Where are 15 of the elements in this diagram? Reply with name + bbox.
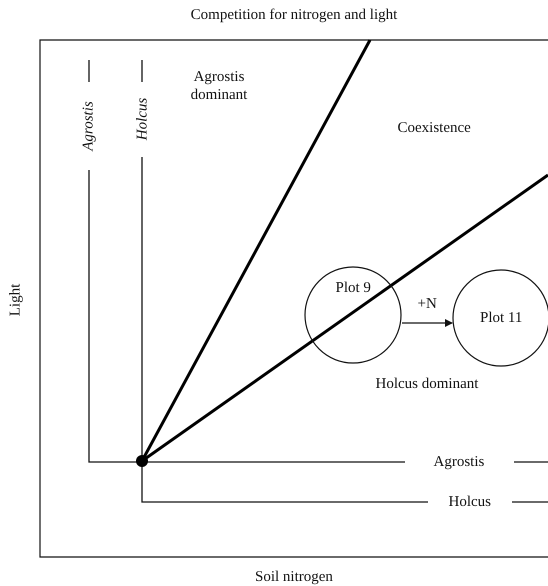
diagram-title: Competition for nitrogen and light — [190, 6, 398, 24]
axis-label: Soil nitrogen — [255, 568, 333, 586]
axis-label: Light — [6, 284, 24, 316]
isocline-label: Agrostis — [79, 101, 98, 151]
plot-circle — [304, 266, 402, 364]
arrow — [402, 319, 453, 327]
isocline-label: Holcus — [132, 98, 151, 140]
isocline-label: Agrostis — [434, 453, 484, 471]
region-label: Coexistence — [398, 119, 471, 137]
plot-name: Plot 11 — [480, 309, 522, 327]
region-label: Agrostis dominant — [190, 68, 248, 104]
edge-label: +N — [418, 295, 437, 313]
plot-name: Plot 9 — [336, 279, 371, 297]
isocline-label: Holcus — [448, 493, 491, 511]
region-label: Holcus dominant — [376, 375, 478, 393]
